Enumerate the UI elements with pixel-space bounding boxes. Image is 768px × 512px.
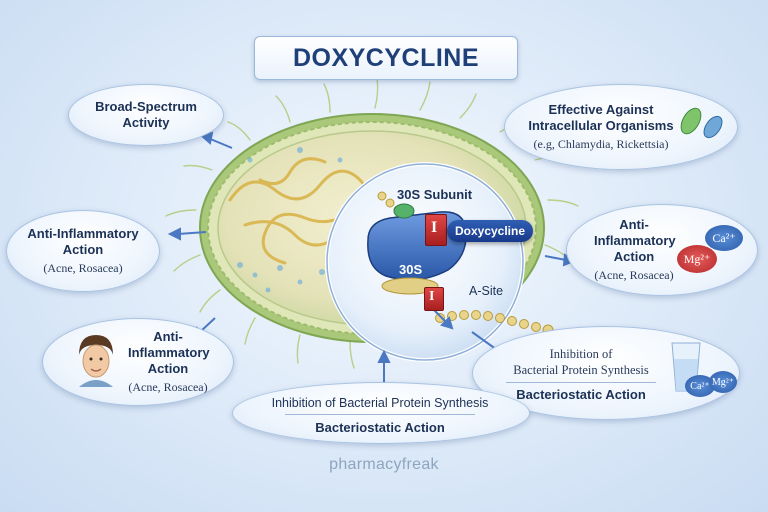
bubble-protein-synthesis-right: Inhibition of Bacterial Protein Synthesi… [472,326,740,420]
bubble-anti-inflammatory-face: Anti-Inflammatory Action (Acne, Rosacea) [42,318,234,406]
watermark: pharmacyfreak [329,456,439,473]
bubble-heading: Anti-Inflammatory Action [128,329,210,376]
cell-pili [165,77,579,369]
calcium-ion-icon: Ca²⁺ [685,375,715,397]
bubble-heading: Effective Against Intracellular Organism… [528,102,674,133]
block-label-top: I [431,219,438,236]
doxycycline-pill: Doxycycline [447,220,533,242]
bottom-line2: Bacteriostatic Action [315,420,445,435]
calcium-ion-icon: Ca²⁺ [705,225,743,251]
bubble-heading: Anti-Inflammatory Action [594,217,676,264]
bubble-heading: Broad-Spectrum Activity [95,99,197,130]
magnesium-ion-icon: Mg²⁺ [677,245,717,273]
bubble-anti-inflammatory-right: Anti-Inflammatory Action (Acne, Rosacea)… [566,204,758,296]
mrna-chain [377,191,554,336]
a-site-block-icon [424,287,444,311]
bubble-sub: (Acne, Rosacea) [43,261,123,275]
bubble-protein-synthesis-bottom [232,382,530,444]
bubble-sub: (e.g, Chlamydia, Rickettsia) [533,137,669,151]
bottom-divider [285,414,475,415]
ribosome-dots [237,147,343,293]
magnesium-ion-icon: Mg²⁺ [709,371,737,393]
bubble-intracellular: Effective Against Intracellular Organism… [504,84,738,170]
bubble-anti-inflammatory-left: Anti-Inflammatory Action (Acne, Rosacea) [6,210,160,292]
bacteria-icon [680,107,723,139]
block-label-bottom: I [429,289,435,304]
a-site-label: A-Site [469,284,504,298]
bottom-line1: Inhibition of Bacterial Protein Synthesi… [271,396,489,410]
bubble-sub: (Acne, Rosacea) [128,380,208,394]
blocking-drug-icon [425,214,447,246]
bubble-broad-spectrum: Broad-Spectrum Activity [68,84,224,146]
bubble-line3: Bacteriostatic Action [516,386,646,402]
face-icon [79,335,113,387]
ribosome-label: 30S [399,262,423,277]
page-title: DOXYCYCLINE [254,36,518,80]
bubble-heading: Anti-Inflammatory Action [27,226,139,257]
subunit-label: 30S Subunit [397,187,473,202]
bubble-line1: Inhibition of [549,346,613,361]
bubble-line2: Bacterial Protein Synthesis [513,362,649,377]
bubble-sub: (Acne, Rosacea) [594,268,674,282]
bubble-divider [506,381,656,383]
